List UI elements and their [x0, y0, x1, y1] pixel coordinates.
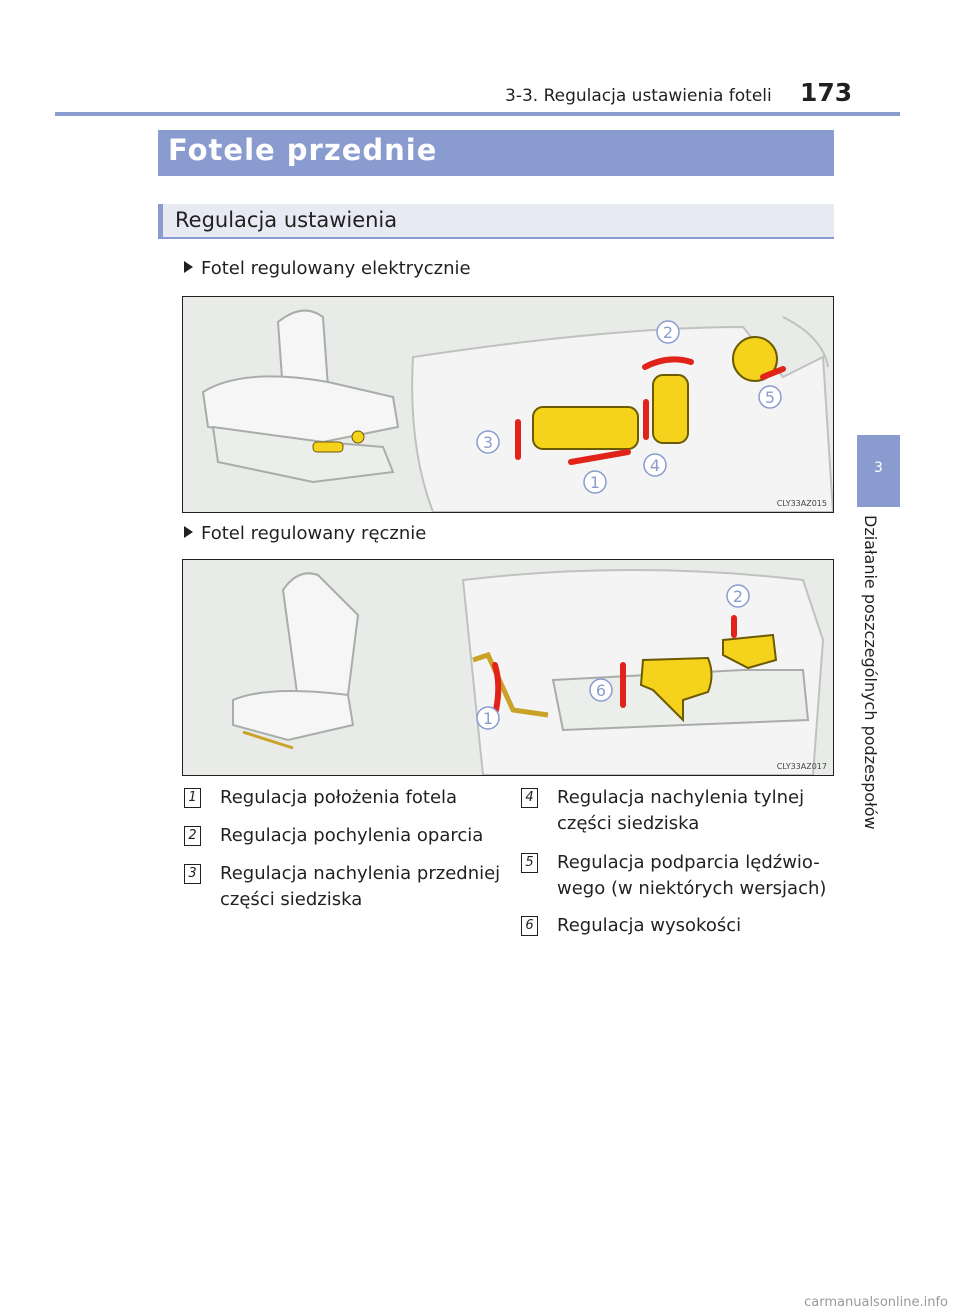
callout-1: 1 [590, 473, 600, 492]
legend-text: Regulacja nachylenia tylnej części siedz… [557, 787, 805, 834]
subsection-underline [158, 237, 834, 239]
figure2-code: CLY33AZ017 [776, 762, 827, 771]
chapter-tab-number: 3 [874, 460, 883, 476]
chapter-tab-label: Działanie poszczególnych podzespołów [861, 515, 880, 830]
legend-number: 2 [184, 826, 201, 846]
legend-number: 1 [184, 788, 201, 808]
callout-4: 4 [650, 456, 660, 475]
manual-seat-illustration: 1 2 6 [183, 560, 833, 775]
legend-number: 6 [521, 916, 538, 936]
legend-text: Regulacja położenia fotela [220, 787, 458, 808]
callout-3: 3 [483, 433, 493, 452]
legend-text: Regulacja nachylenia przedniej części si… [220, 863, 501, 910]
power-seat-illustration: 1 2 3 4 5 [183, 297, 833, 512]
figure-power-seat: 1 2 3 4 5 CLY33AZ015 [182, 296, 834, 513]
subsection-title: Regulacja ustawienia [175, 208, 398, 232]
callout-1: 1 [483, 709, 493, 728]
legend-number: 3 [184, 864, 201, 884]
subsection-title-bar [158, 204, 834, 237]
figure1-code: CLY33AZ015 [776, 499, 827, 508]
figure1-caption-text: Fotel regulowany elektrycznie [201, 258, 471, 279]
legend-text: Regulacja wysokości [557, 915, 742, 936]
figure2-caption-text: Fotel regulowany ręcznie [201, 523, 427, 544]
figure-manual-seat: 1 2 6 CLY33AZ017 [182, 559, 834, 776]
triangle-bullet-icon [184, 526, 193, 538]
callout-2: 2 [733, 587, 743, 606]
callout-2: 2 [663, 323, 673, 342]
legend-number: 4 [521, 788, 538, 808]
running-header-title: 3-3. Regulacja ustawienia foteli [505, 86, 772, 106]
header-rule [55, 112, 900, 116]
chapter-tab [857, 435, 900, 507]
legend-text: Regulacja pochylenia oparcia [220, 825, 484, 846]
callout-6: 6 [596, 681, 606, 700]
section-title-bar [158, 130, 834, 176]
triangle-bullet-icon [184, 261, 193, 273]
figure1-caption: Fotel regulowany elektrycznie [184, 258, 471, 279]
page-number: 173 [800, 78, 853, 107]
figure2-caption: Fotel regulowany ręcznie [184, 523, 426, 544]
watermark: carmanualsonline.info [804, 1295, 948, 1310]
legend-number: 5 [521, 853, 538, 873]
legend-text: Regulacja podparcia lędźwio- wego (w nie… [557, 852, 827, 899]
section-title: Fotele przednie [168, 133, 438, 167]
callout-5: 5 [765, 388, 775, 407]
